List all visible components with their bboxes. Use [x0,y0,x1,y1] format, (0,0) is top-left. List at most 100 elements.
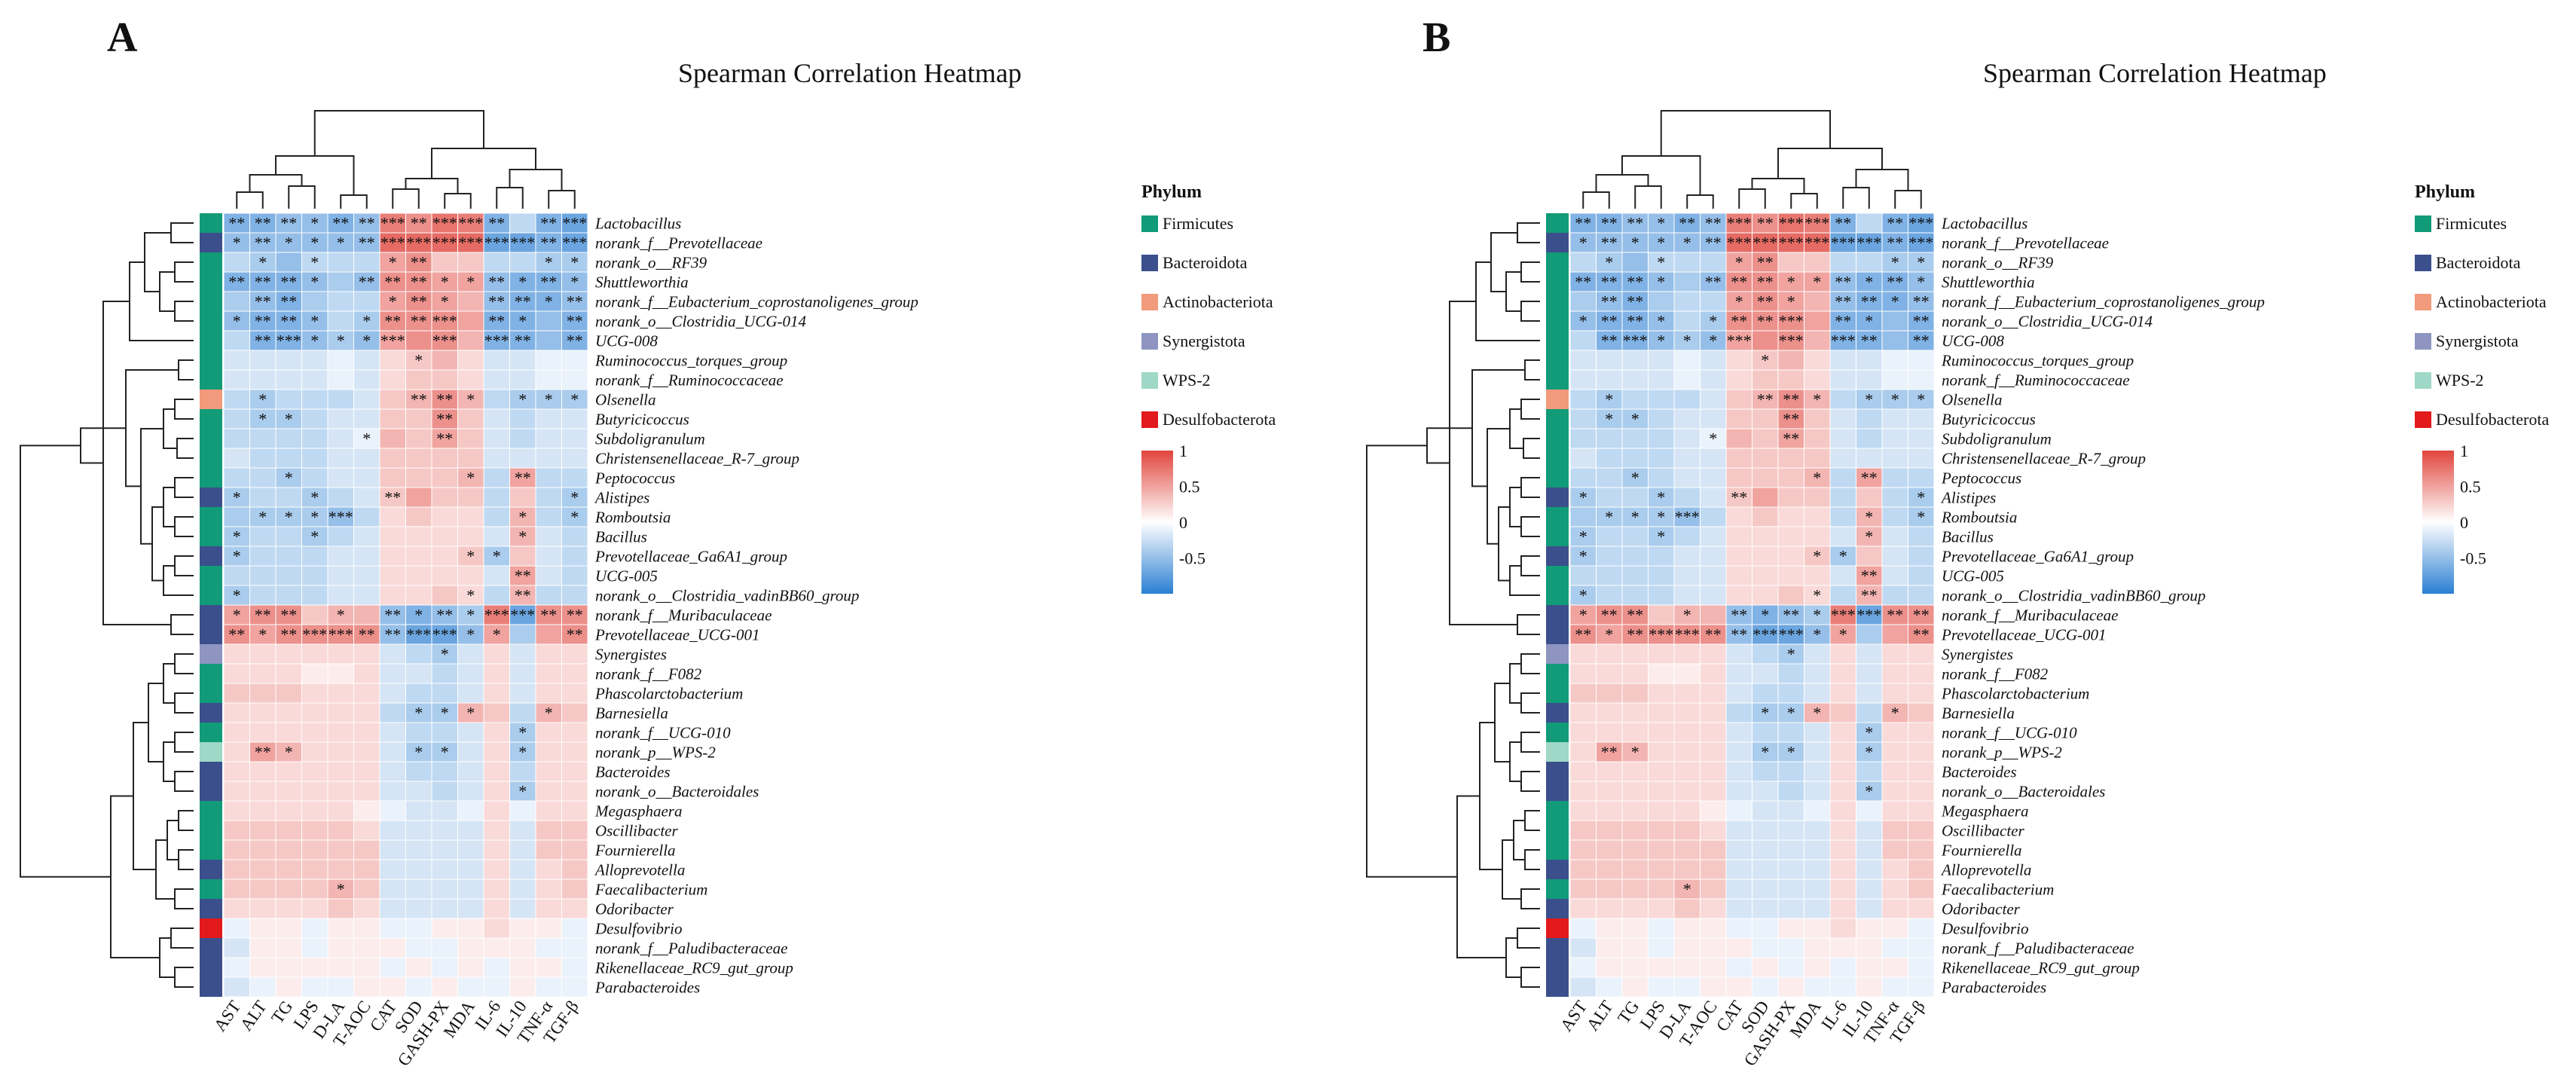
significance-label: * [1657,213,1665,232]
heatmap-b: ****************************************… [1366,110,2549,1070]
significance-label: *** [406,625,431,643]
row-label: Christensenellaceae_R-7_group [1942,449,2146,467]
heatmap-cell [1881,487,1908,508]
heatmap-cell [535,487,562,508]
heatmap-cell [353,291,380,312]
heatmap-cell [535,526,562,547]
significance-label: * [1839,625,1847,643]
heatmap-cell [379,565,406,586]
heatmap-cell [1596,408,1623,429]
heatmap-cell [1673,957,1701,978]
heatmap-cell [483,330,510,351]
heatmap-cell [353,937,380,958]
heatmap-cell [1829,800,1856,821]
phylum-legend-label: Synergistota [1163,332,1245,350]
heatmap-cell [457,800,484,821]
phylum-legend-label: Actinobacteriota [1163,292,1273,311]
heatmap-cell [1752,565,1779,586]
heatmap-cell [223,369,250,390]
heatmap-cell [1700,487,1727,508]
heatmap-cell [535,937,562,958]
heatmap-cell [1621,389,1649,410]
row-label: norank_p__WPS-2 [1942,743,2062,761]
significance-label: * [1865,723,1873,741]
heatmap-cell [1777,252,1804,273]
heatmap-cell [1569,918,1597,939]
heatmap-cell [1856,310,1883,332]
heatmap-cell [327,937,354,958]
significance-label: ** [228,625,245,643]
row-label: Alistipes [594,488,649,506]
heatmap-cell [509,918,536,939]
phylum-annotation-cell [200,644,222,664]
heatmap-cell [1700,957,1727,978]
heatmap-cell [1621,683,1649,704]
heatmap-cell [353,643,380,665]
heatmap-cell [509,291,536,312]
heatmap-cell [1700,839,1727,860]
heatmap-cell [1648,467,1675,488]
heatmap-cell [379,310,406,332]
heatmap-cell [249,252,277,273]
heatmap-cell [1621,330,1649,351]
heatmap-cell [405,604,432,625]
heatmap-cell [275,898,302,919]
heatmap-cell [483,643,510,665]
significance-label: ** [1575,213,1591,232]
heatmap-cell [1908,781,1935,802]
significance-label: * [258,409,267,428]
heatmap-cell [1569,350,1597,371]
heatmap-cell [223,565,250,586]
heatmap-cell [1908,722,1935,743]
significance-label: * [1787,272,1795,291]
heatmap-cell [1648,624,1675,645]
significance-label: *** [1779,233,1804,252]
heatmap-cell [509,663,536,684]
phylum-legend-swatch [1141,333,1158,350]
column-label: ALT [237,998,270,1034]
heatmap-cell [1596,310,1623,332]
heatmap-cell [535,898,562,919]
heatmap-cell [1804,976,1831,998]
heatmap-cell [1777,976,1804,998]
heatmap-cell [1596,389,1623,410]
heatmap-cell [1596,800,1623,821]
row-label: Odoribacter [1942,900,2021,918]
significance-label: * [1891,390,1899,408]
heatmap-cell [1777,487,1804,508]
heatmap-cell [431,839,458,860]
phylum-annotation-cell [1546,585,1569,605]
heatmap-cell [1725,918,1752,939]
heatmap-cell [1700,683,1727,704]
significance-label: ** [567,311,583,330]
heatmap-cell [1881,918,1908,939]
heatmap-cell [1752,546,1779,567]
heatmap-cell [223,683,250,704]
significance-label: * [441,292,449,310]
heatmap-cell [457,722,484,743]
phylum-legend-swatch [2415,372,2431,389]
heatmap-cell [1673,389,1701,410]
row-label: norank_f__Paludibacteraceae [1942,939,2134,957]
significance-label: ** [1783,390,1799,408]
heatmap-cell [249,624,277,645]
heatmap-cell [457,291,484,312]
phylum-annotation-cell [1546,370,1569,390]
phylum-annotation-cell [200,664,222,683]
heatmap-cell [223,702,250,723]
heatmap-cell [1752,369,1779,390]
significance-label: * [310,487,319,506]
significance-label: *** [1727,213,1752,232]
heatmap-cell [353,585,380,606]
phylum-legend-label: WPS-2 [1163,371,1211,390]
phylum-annotation-cell [1546,233,1569,252]
heatmap-cell [301,428,328,449]
phylum-annotation-cell [200,331,222,350]
heatmap-cell [431,702,458,723]
heatmap-cell [1569,252,1597,273]
heatmap-cell [483,585,510,606]
heatmap-cell [1829,683,1856,704]
row-label: Lactobacillus [1941,214,2027,232]
heatmap-cell [1700,506,1727,527]
heatmap-cell [1777,350,1804,371]
